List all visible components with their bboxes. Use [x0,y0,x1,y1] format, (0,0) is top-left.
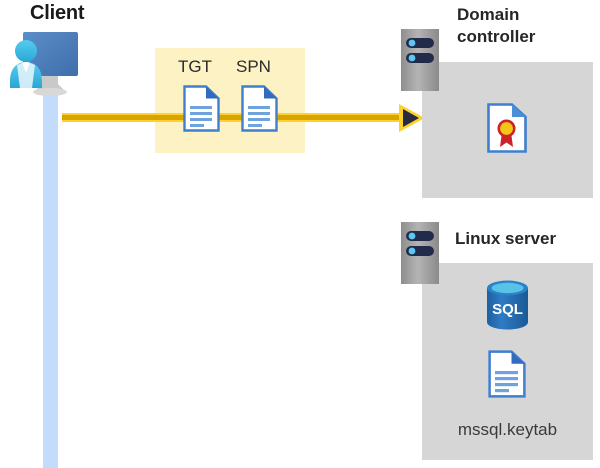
spn-document-icon [241,85,278,132]
tgt-document-icon [183,85,220,132]
spn-label: SPN [236,57,271,76]
client-lifeline [43,72,58,468]
tgt-spn-highlight-box [155,48,305,153]
svg-text:SQL: SQL [492,301,523,318]
domain-controller-title: Domain controller [457,5,536,47]
linux-server-icon [401,222,439,284]
keytab-document-icon [488,350,526,398]
sql-database-icon: SQL [484,279,531,331]
flow-arrowhead-icon [398,103,426,133]
certificate-icon [487,103,527,153]
auth-flow-line [62,113,407,122]
client-user-computer-icon [4,26,100,102]
client-title: Client [30,2,85,24]
keytab-filename-label: mssql.keytab [457,420,558,439]
tgt-label: TGT [178,57,212,76]
linux-server-title: Linux server [455,229,557,248]
domain-controller-server-icon [401,29,439,91]
